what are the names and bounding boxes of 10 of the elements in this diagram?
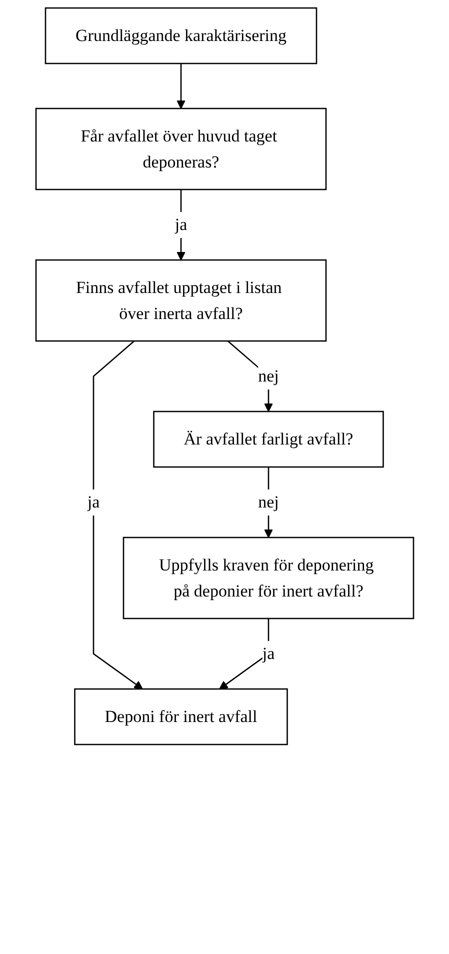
edge-label: nej (258, 366, 279, 386)
arrow (176, 64, 186, 109)
node-box: Är avfallet farligt avfall? (152, 410, 384, 468)
node-box: Deponi för inert avfall (74, 688, 288, 746)
node-box: Grundläggande karaktärisering (44, 7, 317, 64)
node-box: Finns avfallet upptaget i listan över inerta avfall? (35, 259, 326, 342)
node-box: Uppfylls kraven för deponering på deponier för inert avfall? (122, 536, 414, 620)
arrow (92, 340, 143, 690)
edge-label: nej (258, 492, 279, 512)
node-box: Får avfallet över huvud taget deponeras? (35, 108, 326, 190)
